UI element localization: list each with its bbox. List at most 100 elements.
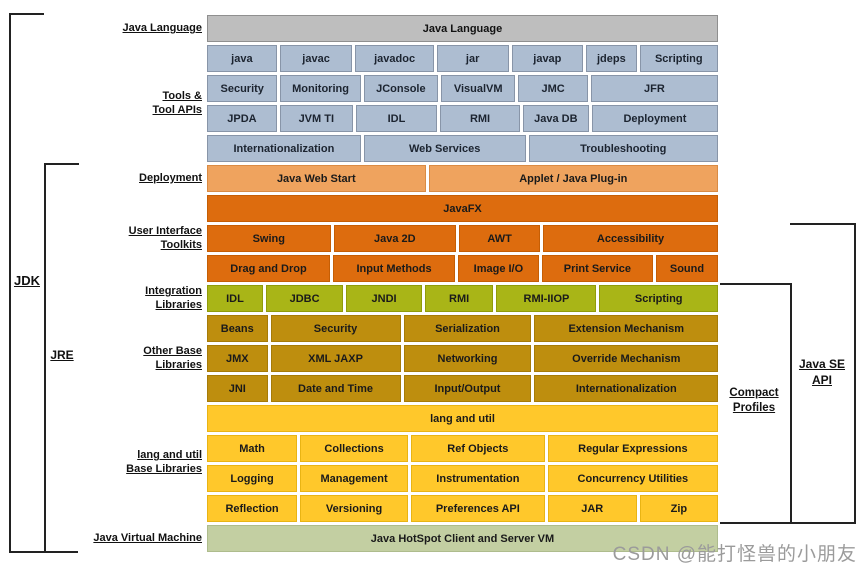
compact-profiles-label[interactable]: Compact Profiles: [729, 387, 779, 414]
cell-reflection[interactable]: Reflection: [207, 495, 298, 522]
cell-ref-objects[interactable]: Ref Objects: [411, 435, 545, 462]
cell-sound[interactable]: Sound: [655, 255, 718, 282]
cell-accessibility[interactable]: Accessibility: [543, 225, 719, 252]
cell-jar[interactable]: JAR: [547, 495, 637, 522]
cell-javadoc[interactable]: javadoc: [355, 45, 434, 72]
jdk-label[interactable]: JDK: [13, 273, 40, 288]
cell-versioning[interactable]: Versioning: [300, 495, 409, 522]
csdn-watermark: CSDN @能打怪兽的小朋友: [612, 544, 857, 565]
cell-jmx[interactable]: JMX: [207, 345, 268, 372]
cell-java-language[interactable]: Java Language: [207, 15, 718, 42]
cell-input-methods[interactable]: Input Methods: [333, 255, 456, 282]
cell-java-db[interactable]: Java DB: [522, 105, 589, 132]
cell-java-web-start[interactable]: Java Web Start: [207, 165, 426, 192]
cell-applet-java-plug-in[interactable]: Applet / Java Plug-in: [428, 165, 718, 192]
cell-instrumentation[interactable]: Instrumentation: [411, 465, 545, 492]
cell-jfr[interactable]: JFR: [590, 75, 718, 102]
cell-jmc[interactable]: JMC: [518, 75, 588, 102]
cell-beans[interactable]: Beans: [207, 315, 268, 342]
cell-xml-jaxp[interactable]: XML JAXP: [270, 345, 401, 372]
side-label-deployment[interactable]: Deployment: [139, 172, 202, 184]
cell-javafx[interactable]: JavaFX: [207, 195, 718, 222]
cell-lang-and-util[interactable]: lang and util: [207, 405, 718, 432]
side-label-java-language[interactable]: Java Language: [122, 22, 202, 34]
cell-swing[interactable]: Swing: [207, 225, 331, 252]
cell-jconsole[interactable]: JConsole: [363, 75, 439, 102]
side-label-tools-tool-apis[interactable]: Tools &Tool APIs: [152, 90, 203, 116]
cell-idl[interactable]: IDL: [355, 105, 438, 132]
cell-preferences-api[interactable]: Preferences API: [411, 495, 545, 522]
cell-serialization[interactable]: Serialization: [403, 315, 532, 342]
cell-scripting[interactable]: Scripting: [639, 45, 719, 72]
java-se-api-label[interactable]: Java SE API: [798, 357, 846, 387]
right-brackets-bottom-line: [720, 522, 854, 524]
cell-drag-and-drop[interactable]: Drag and Drop: [207, 255, 331, 282]
cell-idl[interactable]: IDL: [207, 285, 263, 312]
cell-jpda[interactable]: JPDA: [207, 105, 277, 132]
cell-internationalization[interactable]: Internationalization: [207, 135, 361, 162]
cell-awt[interactable]: AWT: [459, 225, 541, 252]
side-label-java-virtual-machine[interactable]: Java Virtual Machine: [93, 532, 202, 544]
cell-date-and-time[interactable]: Date and Time: [270, 375, 401, 402]
cell-regular-expressions[interactable]: Regular Expressions: [547, 435, 718, 462]
cell-visualvm[interactable]: VisualVM: [441, 75, 516, 102]
cell-jni[interactable]: JNI: [207, 375, 268, 402]
cell-scripting[interactable]: Scripting: [599, 285, 718, 312]
cell-jar[interactable]: jar: [436, 45, 509, 72]
cell-override-mechanism[interactable]: Override Mechanism: [534, 345, 719, 372]
cell-concurrency-utilities[interactable]: Concurrency Utilities: [547, 465, 718, 492]
cell-internationalization[interactable]: Internationalization: [534, 375, 719, 402]
cell-jvm-ti[interactable]: JVM TI: [279, 105, 353, 132]
cell-monitoring[interactable]: Monitoring: [280, 75, 361, 102]
cell-deployment[interactable]: Deployment: [591, 105, 718, 132]
cell-jdeps[interactable]: jdeps: [586, 45, 637, 72]
cell-rmi[interactable]: RMI: [424, 285, 494, 312]
cell-java[interactable]: java: [207, 45, 277, 72]
row-jvm-row: Java HotSpot Client and Server VM: [207, 525, 718, 552]
cell-security[interactable]: Security: [207, 75, 278, 102]
cell-image-i-o[interactable]: Image I/O: [458, 255, 539, 282]
row-javafx-row: JavaFX: [207, 195, 718, 222]
cell-extension-mechanism[interactable]: Extension Mechanism: [534, 315, 719, 342]
cell-networking[interactable]: Networking: [403, 345, 532, 372]
row-lang-util-header: lang and util: [207, 405, 718, 432]
cell-java-2d[interactable]: Java 2D: [333, 225, 457, 252]
cell-management[interactable]: Management: [300, 465, 409, 492]
cell-rmi[interactable]: RMI: [440, 105, 520, 132]
cell-jndi[interactable]: JNDI: [346, 285, 422, 312]
jre-label[interactable]: JRE: [50, 348, 74, 362]
cell-logging[interactable]: Logging: [207, 465, 298, 492]
cell-java-hotspot-client-and-server-vm[interactable]: Java HotSpot Client and Server VM: [207, 525, 718, 552]
cell-math[interactable]: Math: [207, 435, 298, 462]
cell-zip[interactable]: Zip: [639, 495, 718, 522]
cell-security[interactable]: Security: [270, 315, 401, 342]
left-brackets-bottom-line: [9, 551, 78, 553]
row-java-language-header: Java Language: [207, 15, 718, 42]
cell-jdbc[interactable]: JDBC: [265, 285, 344, 312]
cell-rmi-iiop[interactable]: RMI-IIOP: [496, 285, 597, 312]
cell-javac[interactable]: javac: [279, 45, 353, 72]
cell-collections[interactable]: Collections: [300, 435, 409, 462]
cell-web-services[interactable]: Web Services: [363, 135, 526, 162]
cell-input-output[interactable]: Input/Output: [403, 375, 532, 402]
cell-troubleshooting[interactable]: Troubleshooting: [528, 135, 718, 162]
cell-print-service[interactable]: Print Service: [541, 255, 653, 282]
cell-javap[interactable]: javap: [511, 45, 584, 72]
